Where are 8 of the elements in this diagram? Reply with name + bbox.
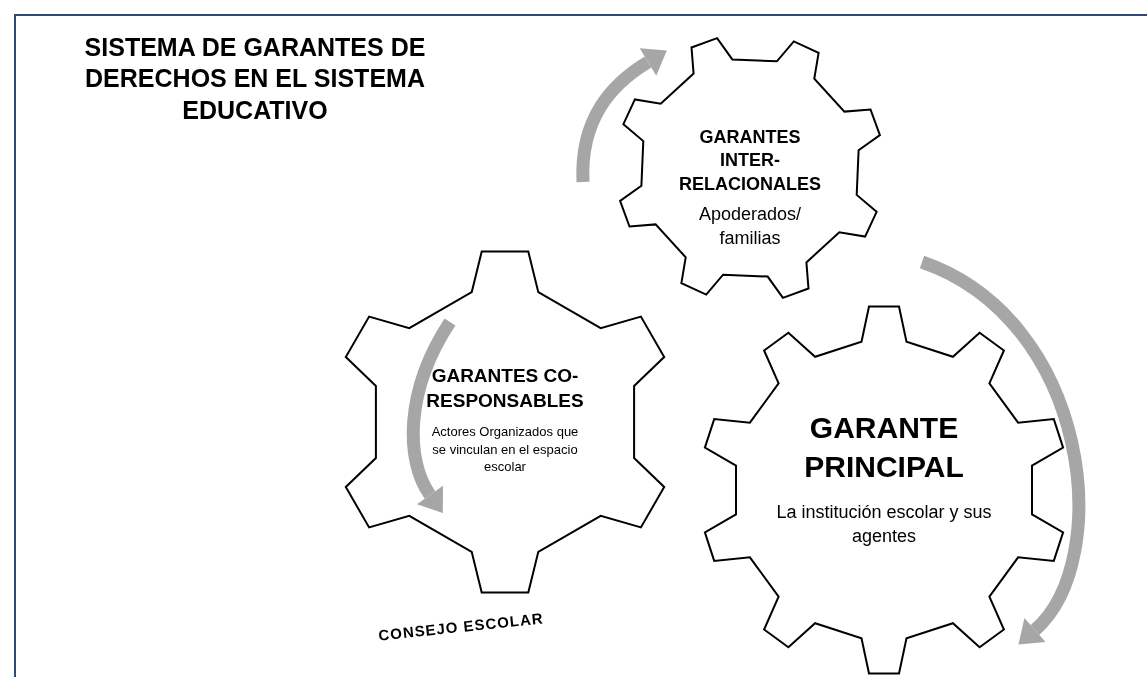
gear-description: La institución escolar y sus agentes — [775, 500, 993, 548]
gear-heading: GARANTE PRINCIPAL — [803, 409, 965, 485]
group-label: CONSEJO ESCOLAR — [377, 609, 545, 644]
diagram-title: SISTEMA DE GARANTES DE DERECHOS EN EL SISTEMA EDUCATIVO — [83, 32, 427, 126]
gear-heading: GARANTES INTER-RELACIONALES — [678, 125, 822, 196]
gear-description: Apoderados/ familias — [697, 202, 803, 251]
gear-heading: GARANTES CO-RESPONSABLES — [425, 364, 585, 413]
gear-description: Actores Organizados que se vinculan en el espacio escolar — [430, 423, 580, 476]
